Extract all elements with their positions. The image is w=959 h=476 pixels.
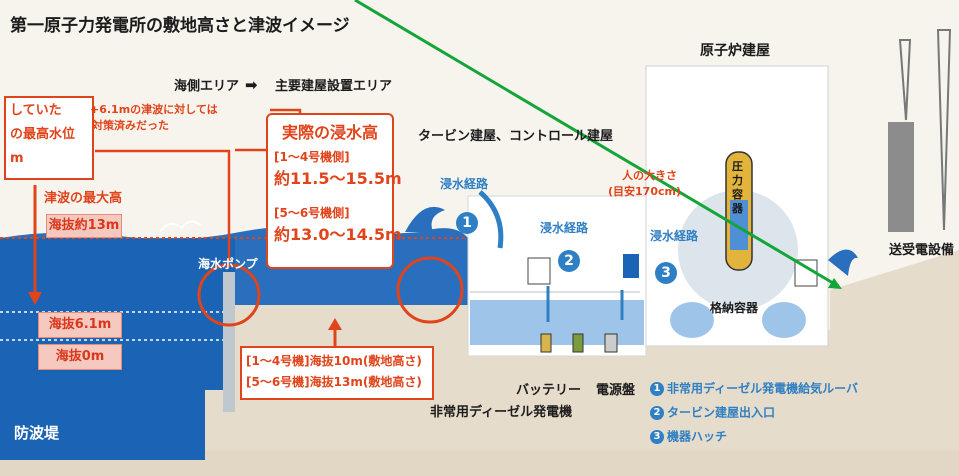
pump-circle: [197, 263, 261, 327]
ground-elevation-box: [1～4号機]海抜10m(敷地高さ) [5～6号機]海抜13m(敷地高さ): [240, 346, 434, 400]
power-panel-label: 電源盤: [596, 383, 636, 398]
level-61-label: 海抜6.1m: [38, 312, 122, 338]
transmission-building: [888, 122, 914, 232]
route-badge-1: 1: [456, 212, 478, 234]
ground-arrow-head: [328, 318, 342, 330]
pump-label: 海水ポンプ: [198, 257, 258, 271]
diagram-title: 第一原子力発電所の敷地高さと津波イメージ: [10, 16, 350, 36]
diesel-generator-label: 非常用ディーゼル発電機: [430, 405, 573, 420]
assumed-note-line2: 対策済みだった: [92, 119, 169, 132]
assumed-note-line1: +6.1mの津波に対しては: [90, 103, 218, 116]
route-badge-2: 2: [558, 250, 580, 272]
area-arrow-icon: ➡: [245, 76, 258, 94]
turbine-window: [623, 254, 639, 278]
max-tsunami-label: 津波の最大高: [44, 191, 123, 206]
route-badge-3: 3: [655, 262, 677, 284]
breakwater-label: 防波堤: [14, 424, 60, 442]
turbine-building-label: タービン建屋、コントロール建屋: [418, 129, 614, 144]
battery-icon: [572, 333, 584, 353]
assumed-water-box: していた の最高水位 m: [4, 96, 94, 180]
route-label-1: 浸水経路: [440, 177, 489, 191]
turbine-door: [527, 257, 551, 285]
reactor-building-label: 原子炉建屋: [700, 43, 770, 59]
ground-terrain: [0, 250, 959, 476]
suppression-left: [670, 302, 714, 338]
wave-circle: [396, 256, 464, 324]
actual-flood-box: 実際の浸水高 [1～4号機側] 約11.5～15.5m [5～6号機側] 約13…: [266, 113, 402, 269]
main-area-label: 主要建屋設置エリア: [275, 79, 393, 94]
big-wave: [405, 206, 445, 232]
reactor-wave: [828, 249, 858, 276]
drop-arrow-head: [28, 292, 42, 305]
pressure-vessel-label: 圧力容器: [732, 160, 743, 215]
human-size-label: 人の大きさ: [622, 169, 677, 182]
breakwater-block: [0, 385, 140, 455]
human-size-note: (目安170cm): [608, 185, 681, 198]
transmission-label: 送受電設備: [889, 243, 955, 258]
route-label-2: 浸水経路: [540, 221, 589, 235]
battery-label: バッテリー: [516, 383, 582, 398]
panel-icon: [604, 333, 618, 353]
level-0-label: 海抜0m: [38, 344, 122, 370]
vessel-water: [730, 200, 748, 250]
sea-pump: [223, 272, 235, 412]
green-pointer-arrow: [354, 0, 839, 288]
max-tsunami-value: 海抜約13m: [46, 214, 122, 238]
transmission-tower: [898, 29, 952, 231]
route-1-arrow: [478, 190, 504, 249]
suppression-right: [762, 302, 806, 338]
green-pointer-head: [828, 278, 842, 289]
diesel-icon: [540, 333, 552, 353]
wave-crest: [159, 220, 203, 233]
containment-label: 格納容器: [710, 301, 759, 315]
turbine-water: [470, 300, 644, 345]
route-label-3: 浸水経路: [650, 229, 699, 243]
connector-line-1: [95, 149, 231, 262]
sea-area-label: 海側エリア: [174, 79, 240, 94]
